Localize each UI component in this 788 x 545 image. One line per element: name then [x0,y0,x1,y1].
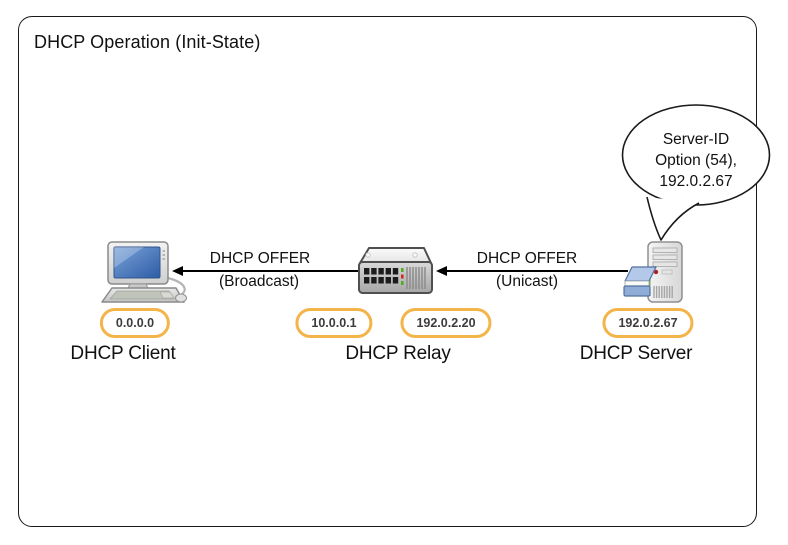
ip-badge: 192.0.2.20 [400,308,492,338]
desktop-computer-icon [101,241,187,303]
arrowhead-left-icon [436,265,447,276]
diagram-title: DHCP Operation (Init-State) [34,32,261,52]
message-mode: (Unicast) [495,273,559,290]
server-tower-icon [623,241,683,303]
arrowhead-left-icon [172,265,183,276]
arrow-line [182,270,360,272]
ip-badge: 192.0.2.67 [602,308,694,338]
message-label: DHCP OFFER [476,250,578,267]
bubble-line: Server-ID [662,131,730,148]
arrow-line [446,270,628,272]
ip-badge: 10.0.0.1 [295,308,373,338]
device-label: DHCP Server [579,343,693,364]
device-label: DHCP Client [70,343,176,364]
speech-bubble-text: Server-ID Option (54), 192.0.2.67 [614,129,778,192]
ip-badge: 0.0.0.0 [99,308,171,338]
bubble-line: 192.0.2.67 [659,173,733,190]
device-label: DHCP Relay [345,343,451,364]
bubble-line: Option (54), [655,152,737,169]
network-switch-icon [358,247,433,294]
message-label: DHCP OFFER [209,250,311,267]
speech-bubble-icon [621,104,771,241]
message-mode: (Broadcast) [218,273,300,290]
